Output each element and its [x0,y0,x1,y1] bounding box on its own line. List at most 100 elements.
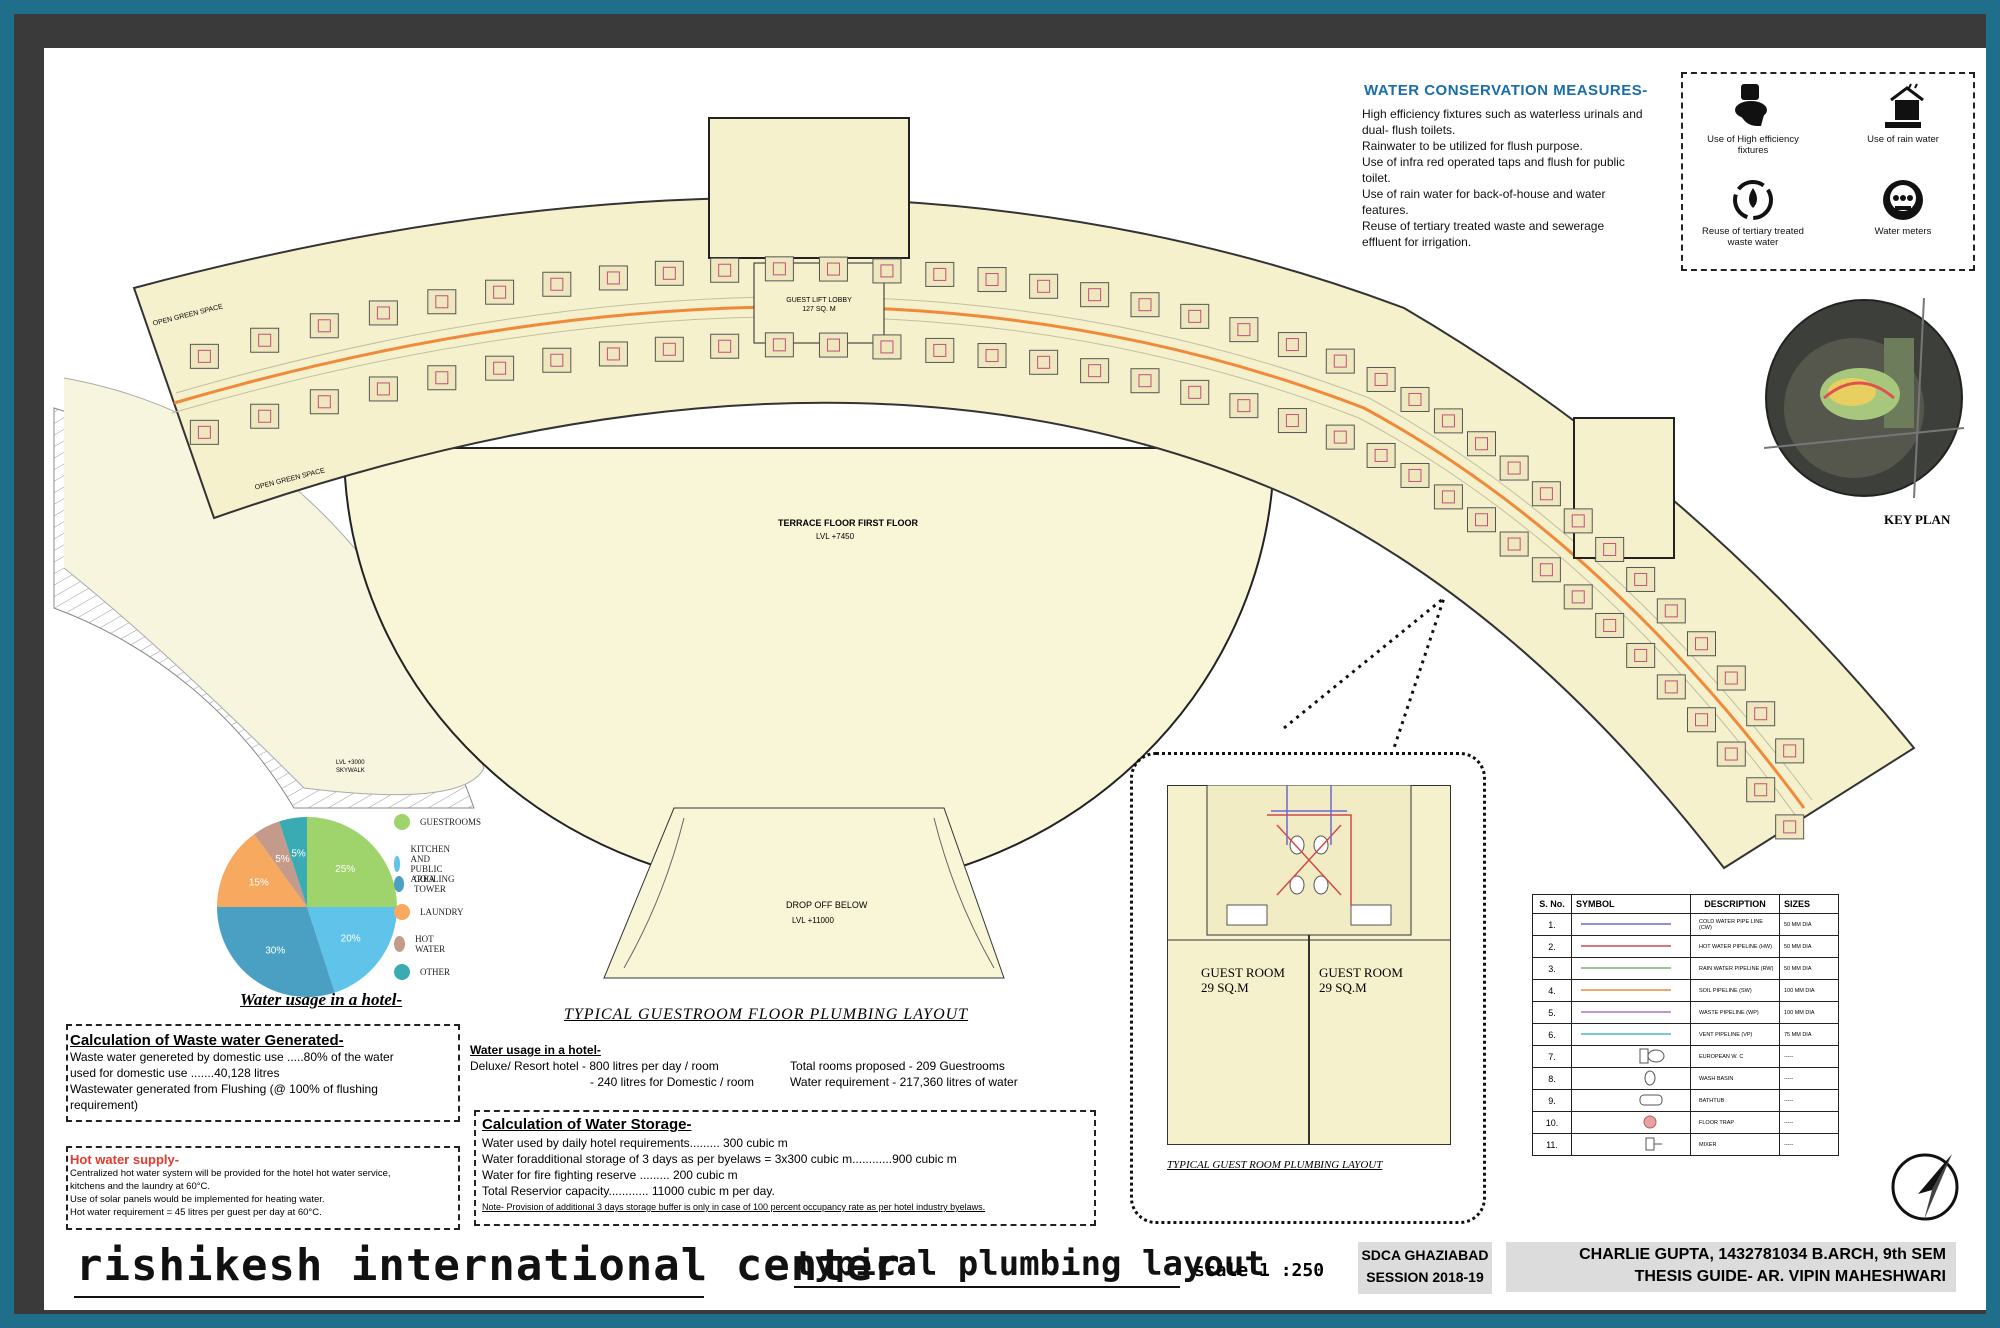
symbol-description: COLD WATER PIPE LINE (CW) [1690,913,1780,936]
symbol-row: 9.BATHTUB----- [1532,1089,1839,1112]
guestroom-module [189,343,219,369]
symbol-no: 7. [1532,1045,1572,1068]
guestroom-module [818,332,848,358]
skywalk-label: SKYWALK [336,768,365,774]
service-core [708,117,910,259]
symbol-graphic [1571,1133,1691,1156]
pie-slice [217,834,307,907]
guestroom-module [977,343,1007,369]
symbol-no: 11. [1532,1133,1572,1156]
waste-line-2: used for domestic use .......40,128 litr… [70,1066,280,1080]
sheet-title: typical plumbing layout [794,1244,1265,1284]
guestroom-module [542,271,572,297]
guestroom-module [1626,642,1656,668]
pie-slice [307,907,397,993]
guestroom-module [250,327,280,353]
plan-title: TYPICAL GUESTROOM FLOOR PLUMBING LAYOUT [564,1006,969,1023]
guestroom-module [872,258,902,284]
guestroom-module [485,355,515,381]
storage-line-3: Water for fire fighting reserve ........… [482,1168,738,1182]
storage-line-2: Water foradditional storage of 3 days as… [482,1152,957,1166]
guestroom-module [1531,557,1561,583]
author-block: CHARLIE GUPTA, 1432781034 B.ARCH, 9th SE… [1506,1242,1956,1292]
inner-frame: OPEN GREEN SPACE OPEN GREEN SPACE GUEST … [14,14,1986,1314]
pie-legend-label: COOLING TOWER [414,874,455,894]
pie-legend-item: OTHER [394,964,450,980]
guestroom-module [368,376,398,402]
pie-slice [217,907,335,997]
guestroom-module [1563,508,1593,534]
pipeline-symbol [1581,988,1671,991]
symbol-row: 1.COLD WATER PIPE LINE (CW)50 MM DIA [1532,913,1839,936]
guestroom-module [1499,531,1529,557]
guestroom-module [1467,431,1496,457]
guestroom-module [1433,484,1463,510]
symbol-size: 50 MM DIA [1779,913,1839,936]
water-meter-icon [1883,180,1923,220]
guestroom-module [1229,393,1259,419]
water-usage-text: Water usage in a hotel- Deluxe/ Resort h… [470,1043,1018,1089]
symbol-size: ----- [1779,1067,1839,1090]
icon-cell-rain: Use of rain water [1843,82,1963,145]
guestroom-module [1180,303,1210,329]
guestroom-module [1775,814,1805,840]
guestroom-module [1687,707,1716,733]
pie-slice-label: 5% [275,854,290,865]
guestroom-module [654,260,684,286]
guestroom-module [1029,349,1059,375]
symbol-no: 6. [1532,1023,1572,1046]
guestroom-module [1325,348,1355,374]
icon-cell-reuse: Reuse of tertiary treated waste water [1693,178,1813,248]
storage-title: Calculation of Water Storage- [482,1116,692,1133]
guestroom-module [485,279,515,305]
symbol-description: FLOOR TRAP [1690,1111,1780,1134]
symbol-row: 10.FLOOR TRAP----- [1532,1111,1839,1134]
guestroom-module [654,336,684,362]
pie-legend-label: OTHER [420,967,450,977]
terrace-level: LVL +7450 [816,532,855,541]
pie-slice [254,821,307,907]
guestroom-module [764,256,794,282]
pie-legend-item: GUESTROOMS [394,814,481,830]
guestroom-module [1325,424,1355,450]
symbol-description: SOIL PIPELINE (SW) [1690,979,1780,1002]
project-title: rishikesh international center [76,1240,901,1291]
guestroom-module [1366,366,1396,392]
guestroom-module [1080,358,1110,384]
pipeline-symbol [1581,944,1671,947]
symbol-size: ----- [1779,1111,1839,1134]
icon-cell-meters: Water meters [1843,178,1963,237]
water-storage-box: Calculation of Water Storage- Water used… [474,1110,1096,1226]
pie-slice-label: 25% [335,864,355,875]
guestroom-module [1716,665,1746,691]
pie-slice-label: 5% [291,849,306,860]
guestroom-module [1080,282,1110,308]
symbol-size: 50 MM DIA [1779,935,1839,958]
symbol-size: 100 MM DIA [1779,1001,1839,1024]
pipeline-symbol [1581,1010,1671,1013]
toilet-icon [1735,84,1767,126]
symbol-graphic [1571,935,1691,958]
guestroom-module [925,261,955,287]
tub-icon [1639,1094,1663,1105]
symbol-size: ----- [1779,1089,1839,1112]
symbol-table: S. No. SYMBOL DESCRIPTION SIZES 1.COLD W… [1532,894,1839,1156]
guestroom-module [1029,273,1059,299]
guestroom-modules [189,256,1805,840]
pie-slice [307,817,397,907]
hot-water-title: Hot water supply- [70,1152,180,1167]
symbol-description: WASH BASIN [1690,1067,1780,1090]
guestroom-module [1400,462,1430,488]
guestroom-module [1656,598,1686,624]
guestroom-module [598,341,628,367]
pie-legend-item: LAUNDRY [394,904,464,920]
guestroom-module [710,333,740,359]
guestroom-module [872,334,902,360]
guestroom-module [1746,701,1776,727]
pie-legend-label: GUESTROOMS [420,817,482,827]
guestroom-module [1130,368,1160,394]
col-sno: S. No. [1532,894,1572,914]
